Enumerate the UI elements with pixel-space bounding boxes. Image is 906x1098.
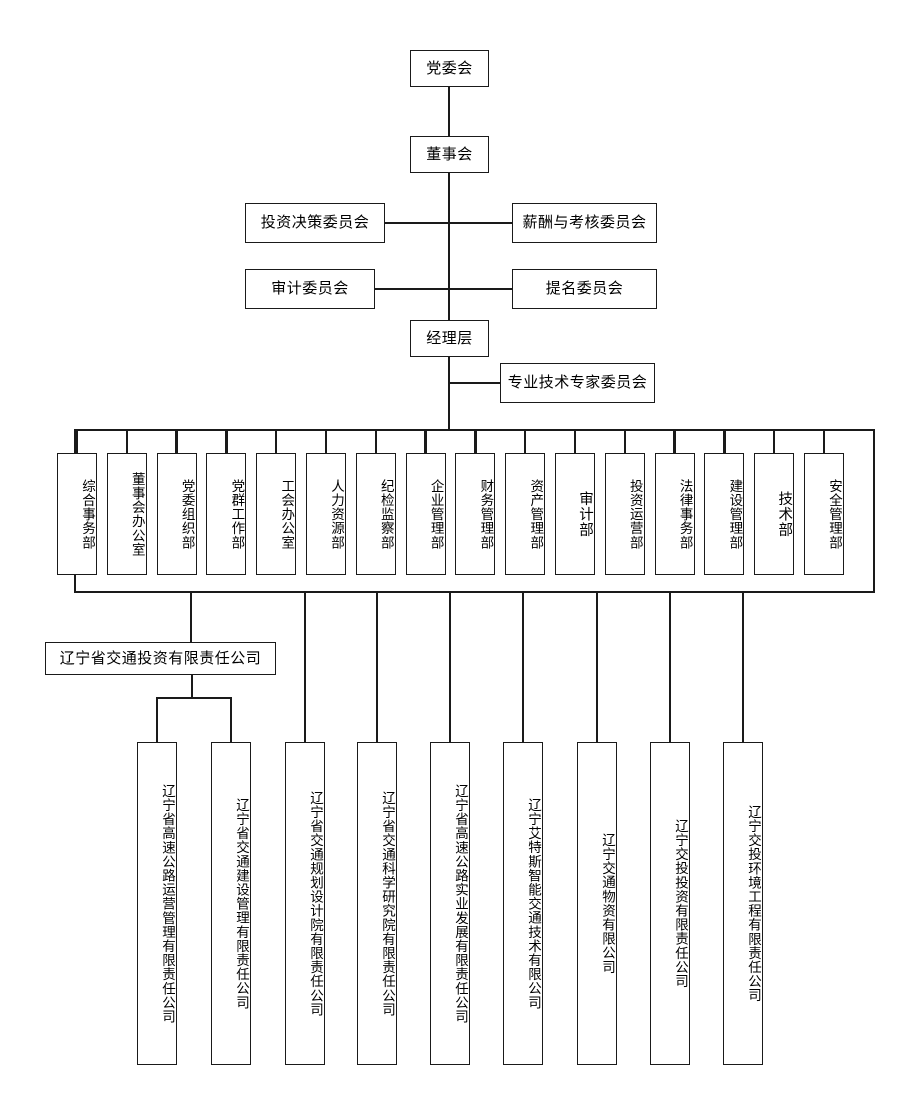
node-expert-committee[interactable]: 专业技术专家委员会 <box>500 363 655 403</box>
department-box[interactable]: 技术部 <box>754 453 795 575</box>
subsidiary-drop-line <box>741 592 745 742</box>
connector-management-spine <box>448 357 451 431</box>
subsidiary-drop-line <box>668 592 672 742</box>
subsidiary-box[interactable]: 辽宁交通物资有限公司 <box>577 742 617 1065</box>
connector-committee-right-1 <box>448 222 512 225</box>
department-drop-line <box>673 429 676 453</box>
department-drop-line <box>125 429 128 453</box>
node-committee-compensation-assessment[interactable]: 薪酬与考核委员会 <box>512 203 657 243</box>
department-box[interactable]: 资产管理部 <box>505 453 546 575</box>
connector-invco-down <box>191 675 194 699</box>
subsidiary-box[interactable]: 辽宁艾特斯智能交通技术有限公司 <box>503 742 543 1065</box>
department-drop-line <box>524 429 527 453</box>
subsidiary-drop-line <box>595 592 599 742</box>
department-box[interactable]: 党委组织部 <box>156 453 197 575</box>
department-box[interactable]: 企业管理部 <box>405 453 446 575</box>
department-drop-line <box>424 429 427 453</box>
subsidiary-drop-line <box>448 592 452 742</box>
department-drop-line <box>822 429 826 453</box>
department-box[interactable]: 审计部 <box>555 453 595 575</box>
connector-committee-left-1 <box>385 222 449 225</box>
connector-invco-child-2 <box>230 697 233 742</box>
node-committee-investment-decision[interactable]: 投资决策委员会 <box>245 203 385 243</box>
subsidiary-box[interactable]: 辽宁交投投资有限责任公司 <box>650 742 690 1065</box>
department-drop-line <box>324 429 328 453</box>
subsidiary-box[interactable]: 辽宁省高速公路实业发展有限责任公司 <box>430 742 470 1065</box>
node-committee-audit[interactable]: 审计委员会 <box>245 269 375 309</box>
connector-board-spine <box>448 173 451 320</box>
subsidiary-box[interactable]: 辽宁省交通科学研究院有限责任公司 <box>357 742 397 1065</box>
department-box[interactable]: 人力资源部 <box>306 453 346 575</box>
department-drop-line <box>175 429 178 453</box>
subsidiary-drop-line <box>375 592 379 742</box>
department-box[interactable]: 投资运营部 <box>604 453 645 575</box>
department-drop-line <box>723 429 726 453</box>
department-drop-line <box>374 429 377 453</box>
subsidiary-box[interactable]: 辽宁省交通规划设计院有限责任公司 <box>285 742 325 1065</box>
connector-expert-committee <box>448 382 500 385</box>
department-drop-line <box>275 429 278 453</box>
department-box[interactable]: 法律事务部 <box>654 453 695 575</box>
department-box[interactable]: 财务管理部 <box>455 453 496 575</box>
connector-committee-right-2 <box>448 288 512 291</box>
connector-invco-bar <box>156 697 232 700</box>
subsidiary-drop-line <box>303 592 307 742</box>
node-board[interactable]: 董事会 <box>410 136 489 173</box>
department-box[interactable]: 董事会办公室 <box>106 453 147 575</box>
node-party-committee[interactable]: 党委会 <box>410 50 489 87</box>
investment-company-drop-line <box>190 592 193 642</box>
department-drop-line <box>773 429 776 453</box>
subsidiary-box[interactable]: 辽宁交投环境工程有限责任公司 <box>723 742 763 1065</box>
connector-committee-left-2 <box>375 288 449 291</box>
department-box[interactable]: 安全管理部 <box>804 453 844 575</box>
subsidiary-box[interactable]: 辽宁省交通建设管理有限责任公司 <box>211 742 251 1065</box>
node-management[interactable]: 经理层 <box>410 320 489 357</box>
department-drop-line <box>474 429 477 453</box>
connector-invco-child-1 <box>156 697 159 742</box>
department-drop-line <box>225 429 228 453</box>
department-box[interactable]: 建设管理部 <box>704 453 745 575</box>
department-box[interactable]: 纪检监察部 <box>355 453 396 575</box>
subsidiary-drop-line <box>521 592 525 742</box>
subsidiary-box[interactable]: 辽宁省高速公路运营管理有限责任公司 <box>137 742 177 1065</box>
node-investment-company[interactable]: 辽宁省交通投资有限责任公司 <box>45 642 276 675</box>
department-drop-line <box>623 429 626 453</box>
node-committee-nomination[interactable]: 提名委员会 <box>512 269 657 309</box>
department-drop-line <box>573 429 577 453</box>
department-box[interactable]: 综合事务部 <box>57 453 97 575</box>
connector-party-to-board <box>448 87 451 136</box>
department-box[interactable]: 党群工作部 <box>206 453 247 575</box>
department-drop-line <box>75 429 79 453</box>
department-box[interactable]: 工会办公室 <box>256 453 297 575</box>
